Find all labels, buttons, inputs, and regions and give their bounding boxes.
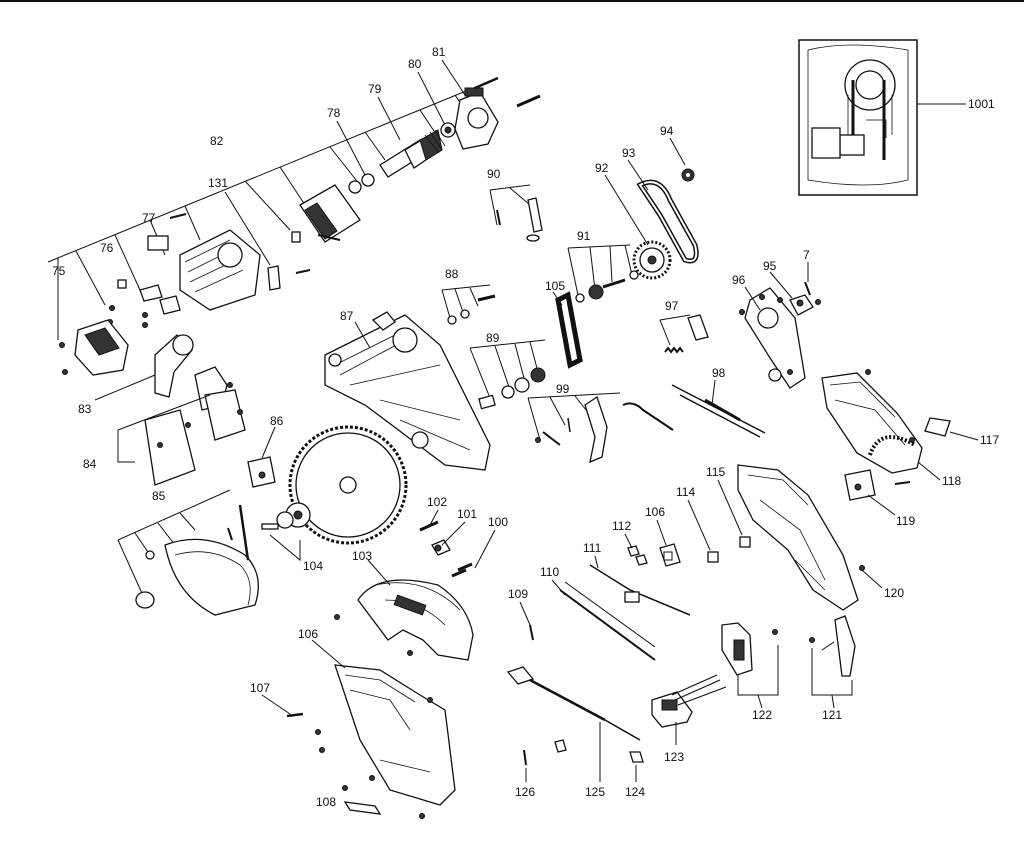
label-119: 119 [896, 514, 915, 528]
label-121: 121 [822, 708, 842, 722]
label-94: 94 [660, 124, 674, 138]
label-99: 99 [556, 382, 570, 396]
label-118: 118 [942, 474, 961, 488]
part-97-group [659, 314, 709, 354]
label-86: 86 [270, 414, 284, 428]
label-78: 78 [327, 106, 341, 120]
label-106b: 106 [645, 505, 665, 519]
label-107: 107 [250, 681, 270, 695]
inset-wiring-box [798, 39, 918, 196]
right-handle [737, 464, 859, 611]
label-75: 75 [52, 264, 66, 278]
label-114: 114 [676, 485, 695, 499]
label-111: 111 [583, 541, 602, 555]
label-83: 83 [78, 402, 92, 416]
label-1001: 1001 [968, 97, 995, 111]
label-81: 81 [432, 45, 446, 59]
blade-guard-parts [117, 489, 259, 616]
label-131: 131 [208, 176, 228, 190]
part-117 [924, 417, 951, 437]
label-125: 125 [585, 785, 605, 799]
label-80: 80 [408, 57, 422, 71]
label-122: 122 [752, 708, 772, 722]
part-90-group [489, 184, 543, 242]
label-104: 104 [303, 559, 323, 573]
label-106a: 106 [298, 627, 318, 641]
label-79: 79 [368, 82, 382, 96]
label-77: 77 [142, 211, 156, 225]
motor-parts [59, 76, 541, 376]
label-105: 105 [545, 279, 565, 293]
label-84: 84 [83, 457, 97, 471]
gearbox-housing [324, 311, 491, 471]
small-fasteners [419, 520, 473, 578]
label-126: 126 [515, 785, 535, 799]
gear-belt-parts [555, 168, 699, 369]
lever-parts [739, 281, 821, 389]
label-90: 90 [487, 167, 501, 181]
label-103: 103 [352, 549, 372, 563]
label-117: 117 [980, 433, 999, 447]
label-109: 109 [508, 587, 528, 601]
label-100: 100 [488, 515, 508, 529]
label-85: 85 [152, 489, 166, 503]
handle-left [315, 664, 456, 819]
saw-blade [261, 425, 408, 545]
blade-cover [334, 579, 474, 661]
shaft-parts [441, 284, 546, 410]
label-123: 123 [664, 750, 684, 764]
label-110: 110 [540, 565, 559, 579]
label-115: 115 [706, 465, 725, 479]
label-87: 87 [340, 309, 354, 323]
label-7: 7 [803, 248, 810, 262]
label-97: 97 [665, 299, 679, 313]
label-91: 91 [577, 229, 591, 243]
dust-guard-parts [144, 334, 246, 486]
switch-123 [651, 674, 727, 728]
part-108 [343, 801, 382, 815]
label-95: 95 [763, 259, 777, 273]
part-98-rods [671, 384, 766, 438]
label-101: 101 [457, 507, 477, 521]
label-76: 76 [100, 241, 114, 255]
label-93: 93 [622, 146, 636, 160]
label-82: 82 [210, 134, 224, 148]
label-98: 98 [712, 366, 726, 380]
label-120: 120 [884, 586, 904, 600]
label-124: 124 [625, 785, 645, 799]
label-96: 96 [732, 273, 746, 287]
label-112: 112 [612, 519, 631, 533]
label-108: 108 [316, 795, 336, 809]
cord-parts [506, 666, 644, 766]
label-102: 102 [427, 495, 447, 509]
part-99-group [527, 392, 674, 464]
parts-121-122 [721, 615, 856, 677]
label-89: 89 [486, 331, 500, 345]
label-88: 88 [445, 267, 459, 281]
motor-group-bracket [47, 79, 494, 340]
center-parts [529, 536, 751, 661]
motor-cover-118 [821, 369, 923, 485]
label-92: 92 [595, 161, 609, 175]
